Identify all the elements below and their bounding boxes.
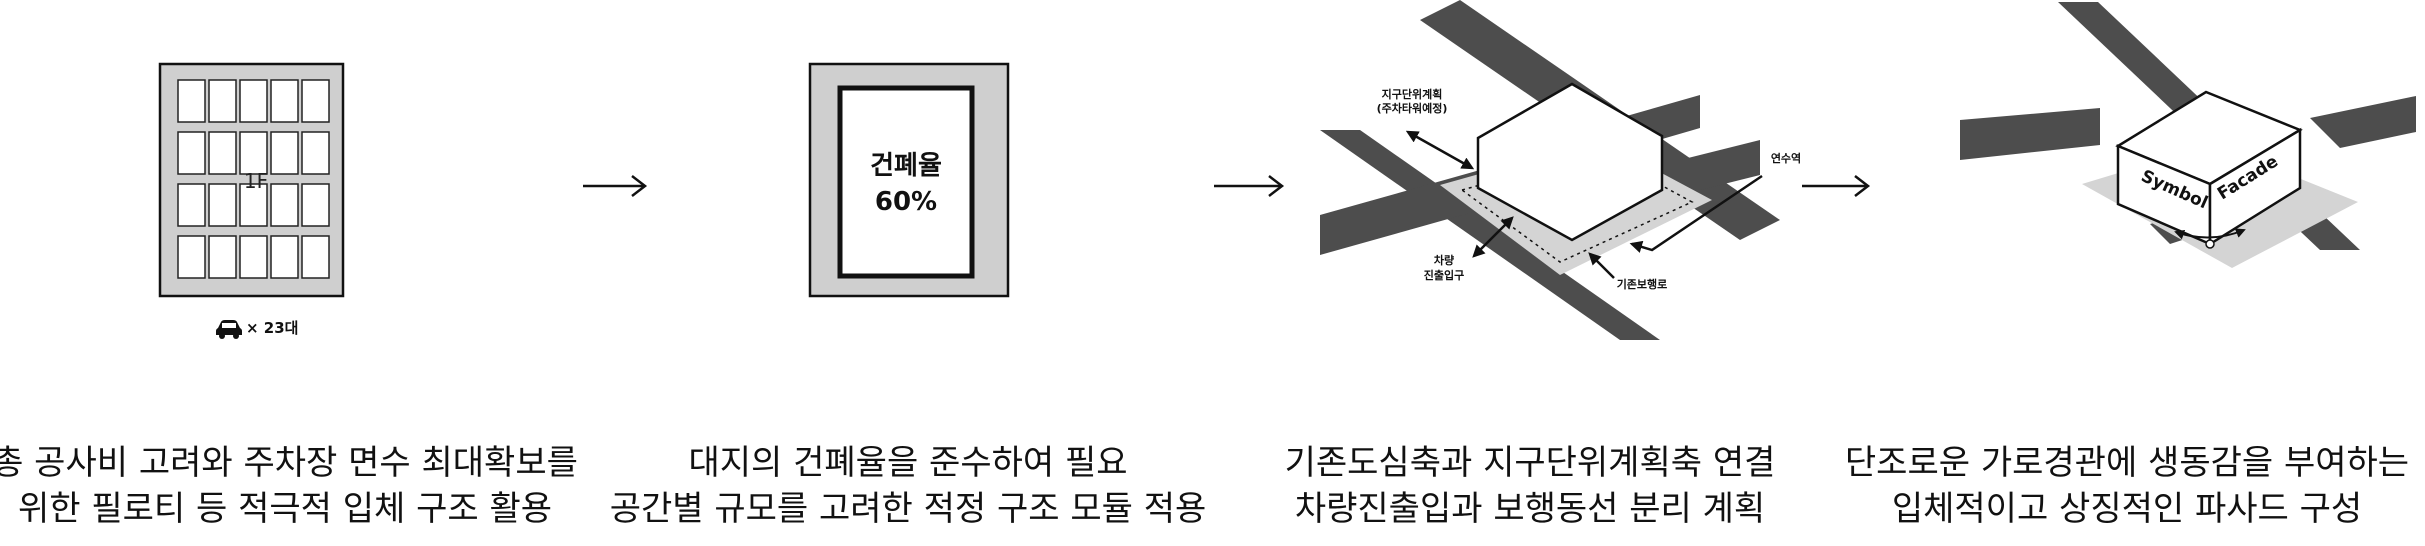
- arrow-right-icon: [1214, 175, 1285, 197]
- label-vehicle: 차량: [1434, 253, 1454, 267]
- caption-line: 입체적이고 상징적인 파사드 구성: [1891, 489, 2363, 529]
- panel-4-facade: Symbol Facade: [1960, 2, 2416, 268]
- grid-cells: [177, 79, 330, 279]
- label-parking-tower: (주차타워예정): [1377, 101, 1448, 115]
- grid-cell: [301, 79, 330, 123]
- caption-panel-4: 단조로운 가로경관에 생동감을 부여하는 입체적이고 상징적인 파사드 구성: [1817, 440, 2425, 532]
- grid-cell: [270, 183, 299, 227]
- caption-panel-1: 총 공사비 고려와 주차장 면수 최대확보를 위한 필로티 등 적극적 입체 구…: [0, 440, 595, 532]
- label-district-plan: 지구단위계획: [1382, 87, 1443, 101]
- grid-cell: [301, 183, 330, 227]
- grid-cell: [177, 183, 206, 227]
- caption-panel-2: 대지의 건폐율을 준수하여 필요 공간별 규모를 고려한 적정 구조 모듈 적용: [598, 440, 1218, 532]
- grid-cell: [239, 79, 268, 123]
- label-walkway: 기존보행로: [1617, 277, 1668, 291]
- coverage-value: 60%: [875, 187, 937, 217]
- grid-cell: [177, 131, 206, 175]
- grid-cell: [239, 235, 268, 279]
- grid-cell: [239, 183, 268, 227]
- panel-2-coverage: 건폐율 60%: [808, 62, 1010, 298]
- grid-cell: [270, 235, 299, 279]
- arrow-right-icon: [1802, 175, 1871, 197]
- grid-cell: [177, 235, 206, 279]
- grid-cell: [177, 79, 206, 123]
- caption-line: 공간별 규모를 고려한 적정 구조 모듈 적용: [609, 489, 1207, 529]
- caption-line: 기존도심축과 지구단위계획축 연결: [1284, 443, 1776, 483]
- grid-cell: [208, 79, 237, 123]
- caption-line: 대지의 건폐율을 준수하여 필요: [688, 443, 1128, 483]
- label-vehicle-entrance: 진출입구: [1424, 268, 1464, 282]
- grid-cell: [239, 131, 268, 175]
- grid-cell: [301, 235, 330, 279]
- grid-cell: [208, 235, 237, 279]
- parking-count: × 23대: [246, 319, 298, 337]
- panel-3-site-plan: 지구단위계획 (주차타워예정) 연수역 차량 진출입구 기존보행로: [1320, 0, 1801, 340]
- double-arrow-icon: [2174, 228, 2246, 249]
- caption-panel-3: 기존도심축과 지구단위계획축 연결 차량진출입과 보행동선 분리 계획: [1220, 440, 1840, 532]
- caption-line: 위한 필로티 등 적극적 입체 구조 활용: [17, 489, 553, 529]
- caption-line: 차량진출입과 보행동선 분리 계획: [1294, 489, 1766, 529]
- car-icon: [216, 320, 242, 339]
- grid-cell: [301, 131, 330, 175]
- floor-label: 1F: [244, 169, 268, 193]
- coverage-label: 건폐율: [870, 151, 942, 181]
- arrow-right-icon: [583, 175, 648, 197]
- label-station: 연수역: [1771, 151, 1801, 165]
- caption-line: 총 공사비 고려와 주차장 면수 최대확보를: [0, 443, 578, 483]
- grid-cell: [270, 131, 299, 175]
- grid-cell: [208, 131, 237, 175]
- grid-cell: [208, 183, 237, 227]
- caption-line: 단조로운 가로경관에 생동감을 부여하는: [1844, 443, 2410, 483]
- panel-1-grid: 1F × 23대: [158, 62, 345, 339]
- grid-cell: [270, 79, 299, 123]
